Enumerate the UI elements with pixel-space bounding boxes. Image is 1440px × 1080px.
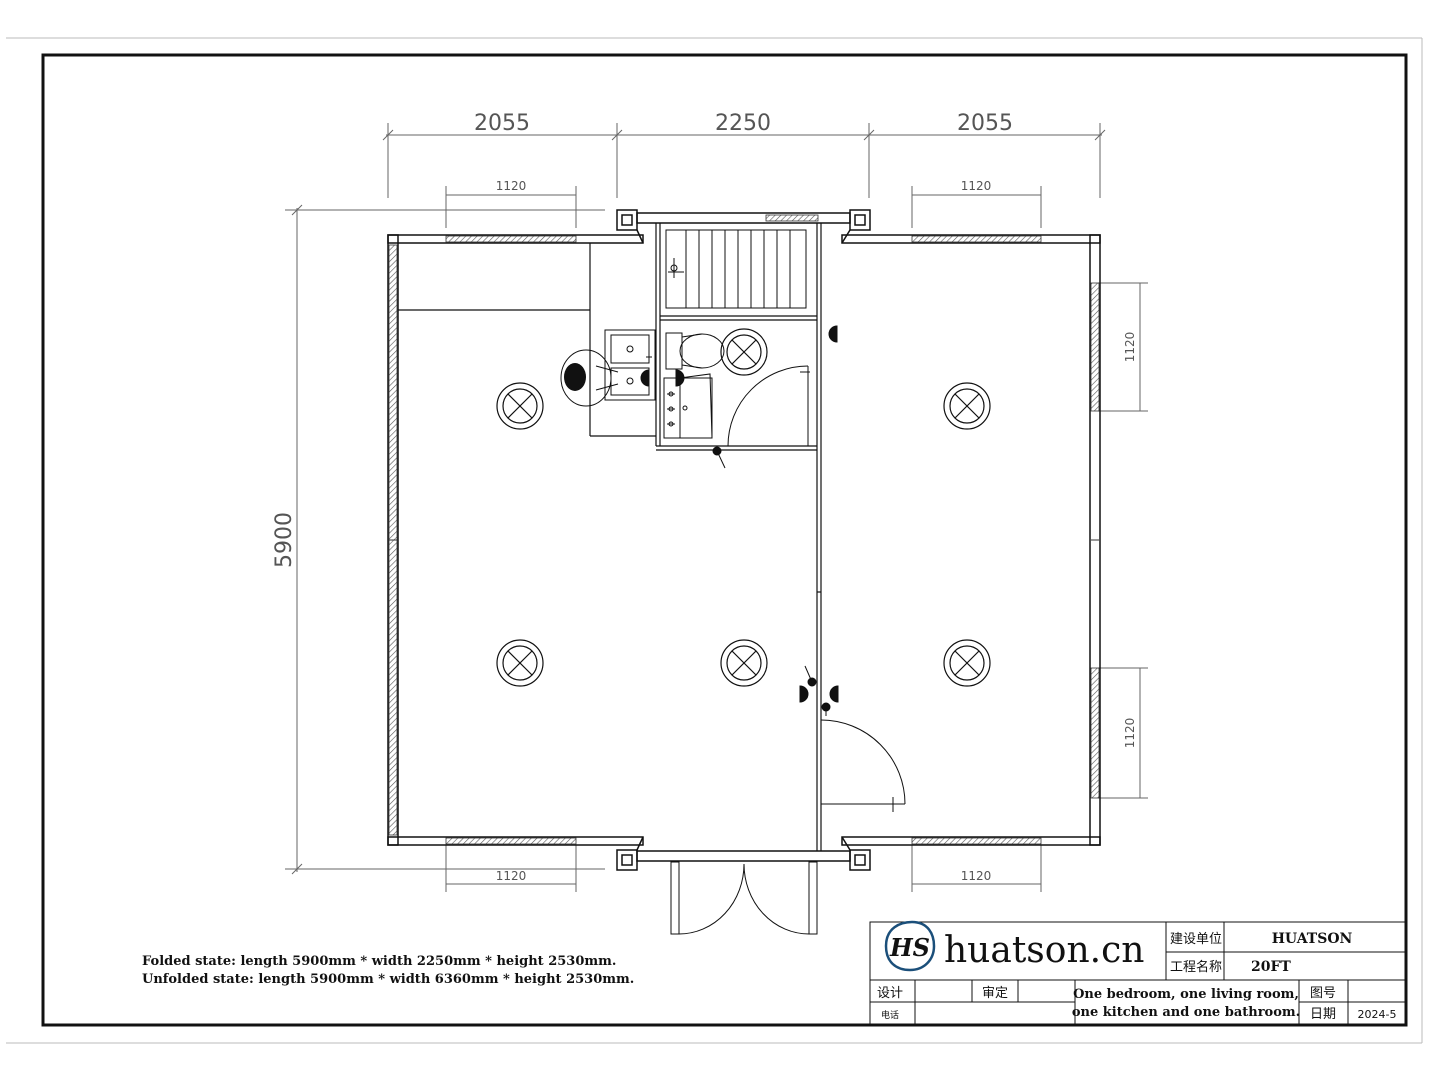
window-bottom-right	[911, 837, 1042, 845]
description-line-1: One bedroom, one living room,	[1073, 987, 1299, 1002]
client-value: HUATSON	[1272, 931, 1353, 947]
interior-partitions	[398, 223, 822, 851]
bathroom-basin	[663, 373, 713, 439]
light-fixture-4	[496, 639, 544, 687]
review-label: 审定	[982, 986, 1008, 1001]
window-dim-top-right	[911, 186, 1042, 228]
window-dim-top-right-label: 1120	[961, 179, 992, 193]
huatson-logo: HS	[884, 920, 936, 972]
light-fixture-3	[720, 328, 768, 376]
ceiling-lights	[496, 328, 991, 687]
shower-tray	[665, 229, 807, 309]
unfolded-state-note: Unfolded state: length 5900mm * width 63…	[142, 972, 635, 987]
window-dim-top-left	[445, 186, 577, 228]
date-value: 2024-5	[1358, 1008, 1397, 1021]
project-label: 工程名称	[1170, 959, 1222, 975]
title-block	[869, 921, 1407, 1026]
design-label: 设计	[877, 986, 903, 1001]
dim-overall-length: 5900	[272, 512, 297, 568]
light-fixture-5	[720, 639, 768, 687]
entry-double-door	[670, 861, 818, 935]
left-dimension	[285, 204, 605, 875]
window-top-right	[911, 235, 1042, 243]
kitchen-sink	[604, 329, 656, 401]
dim-top-right: 2055	[957, 111, 1013, 136]
client-label: 建设单位	[1170, 932, 1222, 947]
window-center-top	[765, 214, 819, 222]
window-dim-bottom-left-label: 1120	[496, 869, 527, 883]
electrical-symbols	[640, 325, 839, 716]
project-value: 20FT	[1251, 959, 1291, 975]
brand-name: huatson.cn	[944, 930, 1144, 971]
person-figure	[560, 349, 619, 407]
dim-top-middle: 2250	[715, 111, 771, 136]
drawing-frame	[41, 53, 1408, 1027]
window-right-upper	[1090, 282, 1100, 412]
light-fixture-1	[496, 382, 544, 430]
top-dimension-chain	[382, 123, 1106, 198]
description-line-2: one kitchen and one bathroom.	[1072, 1005, 1300, 1020]
date-label: 日期	[1310, 1007, 1336, 1022]
window-top-left	[445, 235, 577, 243]
window-dim-right-upper-label: 1120	[1123, 332, 1137, 363]
window-dim-right-lower-label: 1120	[1123, 718, 1137, 749]
folded-state-note: Folded state: length 5900mm * width 2250…	[142, 954, 617, 969]
window-dim-bottom-left	[445, 845, 577, 892]
light-fixture-2	[943, 382, 991, 430]
window-dim-bottom-right	[911, 845, 1042, 892]
window-dim-right-upper	[1098, 282, 1148, 412]
window-dim-bottom-right-label: 1120	[961, 869, 992, 883]
window-right-lower	[1090, 667, 1100, 799]
bathroom-door	[727, 365, 810, 447]
light-fixture-6	[943, 639, 991, 687]
phone-label: 电话	[881, 1009, 899, 1021]
logo-mark: HS	[889, 933, 930, 962]
window-dim-top-left-label: 1120	[496, 179, 527, 193]
window-bottom-left	[445, 837, 577, 845]
exterior-walls	[387, 209, 1101, 871]
windows	[388, 214, 1100, 845]
drawing-no-label: 图号	[1310, 986, 1336, 1001]
dim-top-left: 2055	[474, 111, 530, 136]
toilet	[665, 332, 725, 370]
interior-door	[820, 719, 906, 812]
window-dim-right-lower	[1098, 667, 1148, 799]
